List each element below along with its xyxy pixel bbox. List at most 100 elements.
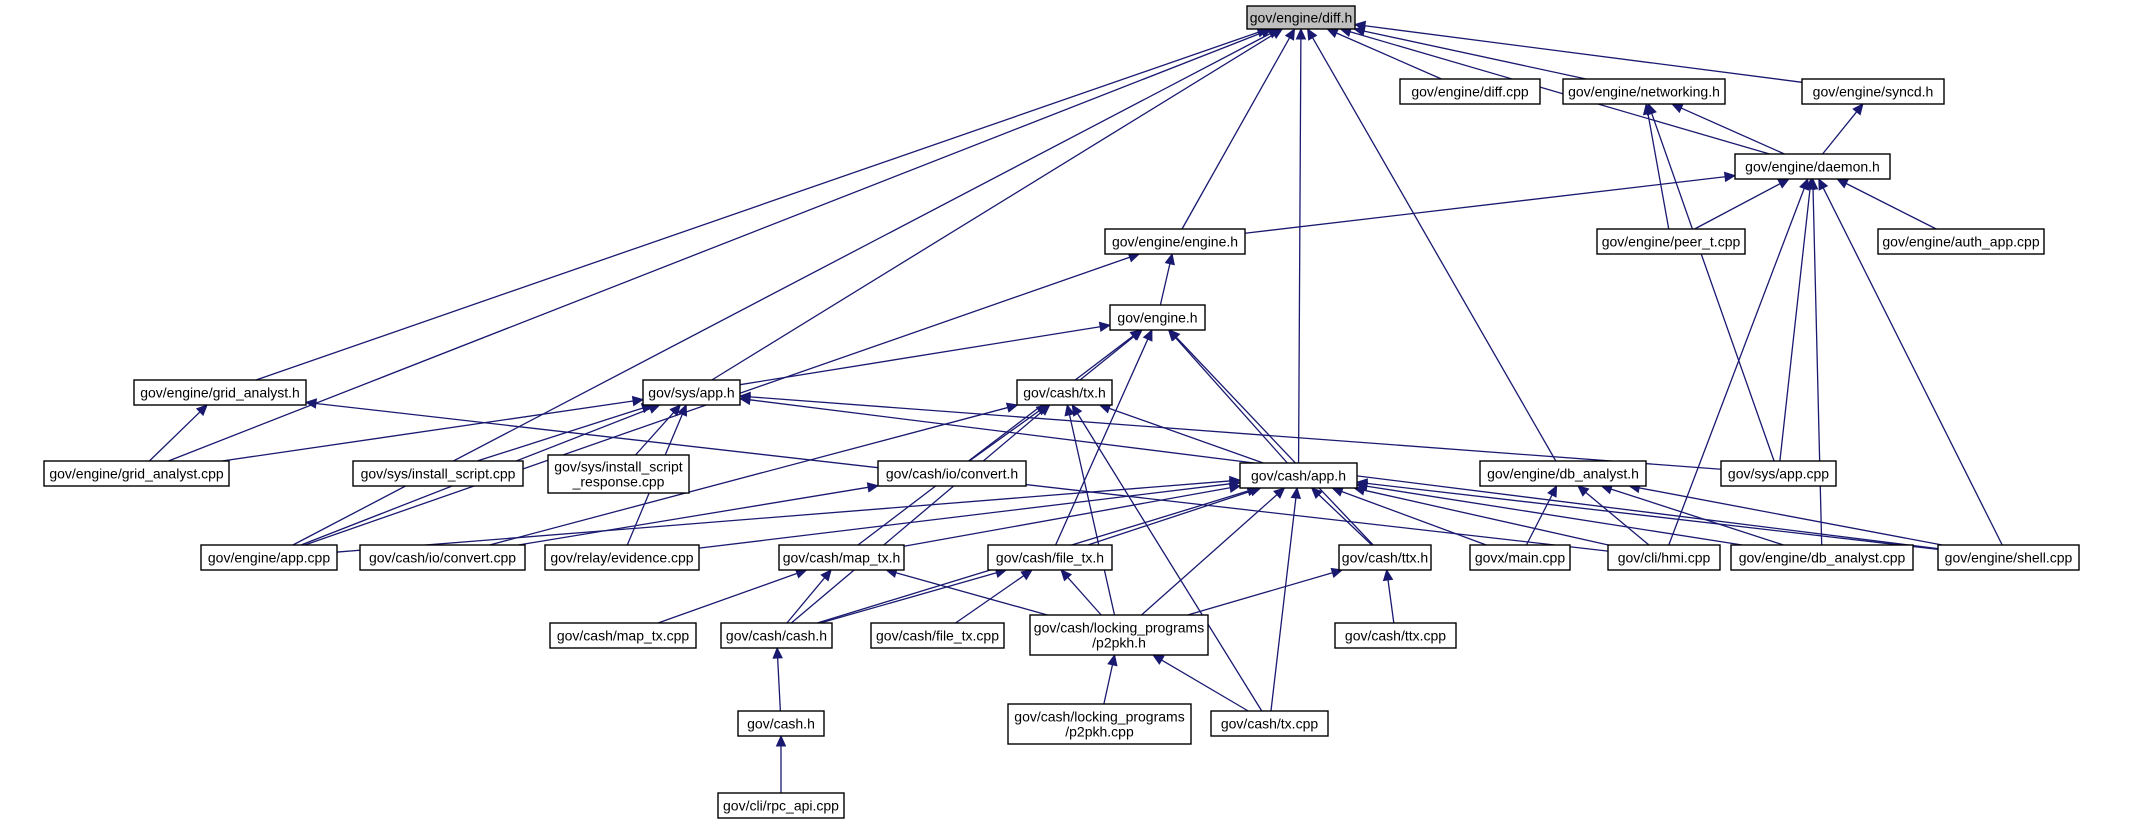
edge-sys_app_cpp-to-networking_h (1646, 102, 1775, 462)
node-box (1877, 228, 2045, 255)
edge-db_analyst_cpp-to-db_analyst_h (1600, 484, 1784, 546)
node-ttx-h[interactable]: gov/cash/ttx.h (1338, 544, 1432, 571)
edge-ttx_cpp-to-ttx_h (1382, 568, 1395, 624)
edge-file_tx_h-to-engine_h (1055, 328, 1153, 546)
node-label: gov/engine.h (1117, 310, 1197, 326)
node-sys-app-cpp[interactable]: gov/sys/app.cpp (1720, 460, 1837, 487)
node-label: gov/cash/app.h (1251, 468, 1346, 484)
node-label: _response.cpp (572, 474, 665, 490)
node-label: gov/engine/diff.h (1250, 10, 1353, 26)
node-cash-cash-h[interactable]: gov/cash/cash.h (720, 622, 833, 649)
node-daemon-h[interactable]: gov/engine/daemon.h (1734, 153, 1891, 180)
node-label: gov/relay/evidence.cpp (550, 550, 693, 566)
edge-daemon_h-to-syncd_h (1822, 103, 1864, 155)
node-evidence-cpp[interactable]: gov/relay/evidence.cpp (544, 544, 700, 571)
edge-cash_app_h-to-diff_h (1295, 27, 1307, 464)
edge-cash_app_h-to-engine_h (1167, 329, 1288, 464)
node-label: gov/engine/daemon.h (1745, 159, 1880, 175)
node-db-analyst-h[interactable]: gov/engine/db_analyst.h (1479, 460, 1647, 487)
node-auth-app-cpp[interactable]: gov/engine/auth_app.cpp (1877, 228, 2045, 255)
edge-engine_engine_h-to-daemon_h (1244, 171, 1737, 234)
node-rpc-api-cpp[interactable]: gov/cli/rpc_api.cpp (717, 792, 845, 819)
node-box (877, 460, 1027, 487)
node-p2pkh-h[interactable]: gov/cash/locking_programs/p2pkh.h (1029, 614, 1209, 656)
node-engine-engine-h[interactable]: gov/engine/engine.h (1104, 228, 1246, 255)
edge-ttx_h-to-cash_app_h (1310, 487, 1373, 546)
node-label: gov/cash/map_tx.cpp (557, 628, 690, 644)
node-label: /p2pkh.h (1092, 635, 1146, 651)
node-label: gov/engine/app.cpp (208, 550, 330, 566)
node-box (549, 622, 697, 649)
node-shell-cpp[interactable]: gov/engine/shell.cpp (1937, 544, 2080, 571)
edge-shell_cpp-to-db_analyst_h (1628, 482, 1943, 546)
node-label: gov/cash/locking_programs (1034, 620, 1204, 636)
node-diff-cpp[interactable]: gov/engine/diff.cpp (1399, 78, 1541, 105)
node-diff-h[interactable]: gov/engine/diff.h (1246, 5, 1356, 30)
node-cash-app-h[interactable]: gov/cash/app.h (1239, 462, 1358, 489)
node-db-analyst-cpp[interactable]: gov/engine/db_analyst.cpp (1730, 544, 1914, 571)
edge-convert_cpp-to-convert_h (518, 482, 880, 546)
node-label: gov/engine/diff.cpp (1411, 84, 1528, 100)
edge-hmi_cpp-to-db_analyst_h (1577, 485, 1650, 546)
node-file-tx-h[interactable]: gov/cash/file_tx.h (987, 544, 1113, 571)
edge-cash_h-to-cash_cash_h (772, 646, 783, 712)
node-label: gov/cash/io/convert.h (886, 466, 1018, 482)
edge-daemon_h-to-networking_h (1670, 103, 1785, 155)
edge-networking_h-to-diff_h (1353, 26, 1587, 80)
node-box (642, 379, 741, 406)
node-cash-tx-h[interactable]: gov/cash/tx.h (1016, 379, 1113, 406)
graph-edges (148, 20, 2003, 793)
node-networking-h[interactable]: gov/engine/networking.h (1562, 78, 1726, 105)
node-map-tx-cpp[interactable]: gov/cash/map_tx.cpp (549, 622, 697, 649)
node-box (1937, 544, 2080, 571)
node-box (359, 544, 526, 571)
node-convert-cpp[interactable]: gov/cash/io/convert.cpp (359, 544, 526, 571)
node-ttx-cpp[interactable]: gov/cash/ttx.cpp (1334, 622, 1457, 649)
node-label: gov/cash/file_tx.h (996, 550, 1104, 566)
edge-p2pkh_h-to-ttx_h (1187, 567, 1344, 616)
node-box (1016, 379, 1113, 406)
node-peer-t-cpp[interactable]: gov/engine/peer_t.cpp (1596, 228, 1746, 255)
edge-cash_tx_cpp-to-cash_tx_h (1071, 403, 1263, 712)
node-map-tx-h[interactable]: gov/cash/map_tx.h (778, 544, 905, 571)
node-convert-h[interactable]: gov/cash/io/convert.h (877, 460, 1027, 487)
edge-sys_app_cpp-to-daemon_h (1779, 177, 1816, 462)
node-box (720, 622, 833, 649)
edge-sys_app_h-to-engine_h (739, 321, 1112, 386)
node-govx-main-cpp[interactable]: govx/main.cpp (1469, 544, 1571, 571)
node-syncd-h[interactable]: gov/engine/syncd.h (1801, 78, 1945, 105)
node-label: gov/cash/ttx.cpp (1345, 628, 1446, 644)
node-grid-analyst-h[interactable]: gov/engine/grid_analyst.h (133, 379, 307, 406)
edge-install_script_response_cpp-to-sys_app_h (635, 404, 682, 456)
graph-nodes: gov/engine/diff.h gov/engine/diff.cpp gov/… (43, 5, 2080, 819)
node-engine-h[interactable]: gov/engine.h (1109, 304, 1206, 331)
node-label: gov/cash/file_tx.cpp (876, 628, 999, 644)
node-hmi-cpp[interactable]: gov/cli/hmi.cpp (1607, 544, 1721, 571)
edge-sys_app_cpp-to-sys_app_h (738, 391, 1722, 470)
node-cash-tx-cpp[interactable]: gov/cash/tx.cpp (1210, 710, 1329, 737)
node-engine-app-cpp[interactable]: gov/engine/app.cpp (200, 544, 338, 571)
node-install-script-cpp[interactable]: gov/sys/install_script.cpp (352, 460, 524, 487)
edge-map_tx_h-to-engine_h (857, 329, 1143, 546)
node-box (737, 710, 825, 737)
node-box (1246, 5, 1356, 30)
node-grid-analyst-cpp[interactable]: gov/engine/grid_analyst.cpp (43, 460, 230, 487)
node-label: gov/cash/tx.cpp (1221, 716, 1318, 732)
node-box (544, 544, 700, 571)
node-install-script-response-cpp[interactable]: gov/sys/install_script_response.cpp (547, 454, 690, 494)
node-box (1109, 304, 1206, 331)
node-box (43, 460, 230, 487)
node-box (1029, 614, 1209, 656)
node-sys-app-h[interactable]: gov/sys/app.h (642, 379, 741, 406)
node-box (1469, 544, 1571, 571)
edge-cash_tx_cpp-to-cash_app_h (1270, 486, 1302, 712)
node-cash-h[interactable]: gov/cash.h (737, 710, 825, 737)
node-label: gov/cash/io/convert.cpp (369, 550, 516, 566)
node-label: gov/cash/ttx.h (1342, 550, 1428, 566)
node-p2pkh-cpp[interactable]: gov/cash/locking_programs/p2pkh.cpp (1007, 703, 1192, 745)
node-label: gov/sys/app.cpp (1728, 466, 1829, 482)
edge-syncd_h-to-diff_h (1353, 20, 1803, 83)
node-file-tx-cpp[interactable]: gov/cash/file_tx.cpp (870, 622, 1005, 649)
edge-cash_tx_cpp-to-p2pkh_h (1151, 654, 1249, 712)
edge-file_tx_cpp-to-file_tx_h (955, 569, 1033, 624)
